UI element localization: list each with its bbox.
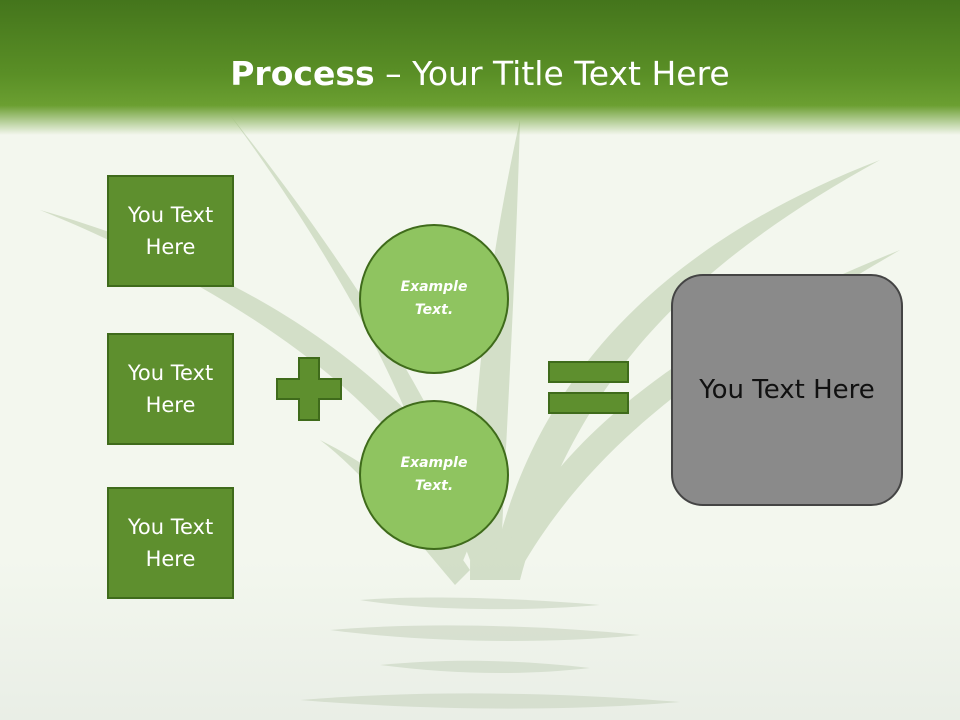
example-circle-2-label: Example Text. [400,455,468,494]
title-bold: Process [230,54,375,93]
text-box-2-label: You Text Here [127,361,214,417]
slide-title: Process – Your Title Text Here [0,52,960,96]
result-box-label: You Text Here [699,375,875,405]
text-box-3-label: You Text Here [127,515,214,571]
example-circle-1: Example Text. [359,224,509,374]
title-rest: – Your Title Text Here [374,54,730,93]
plus-icon [276,357,342,421]
equals-icon [548,361,629,414]
result-box: You Text Here [671,274,903,506]
text-box-2: You Text Here [107,333,234,445]
example-circle-1-label: Example Text. [400,279,468,318]
text-box-1: You Text Here [107,175,234,287]
example-circle-2: Example Text. [359,400,509,550]
text-box-3: You Text Here [107,487,234,599]
text-box-1-label: You Text Here [127,203,214,259]
header-band [0,0,960,135]
